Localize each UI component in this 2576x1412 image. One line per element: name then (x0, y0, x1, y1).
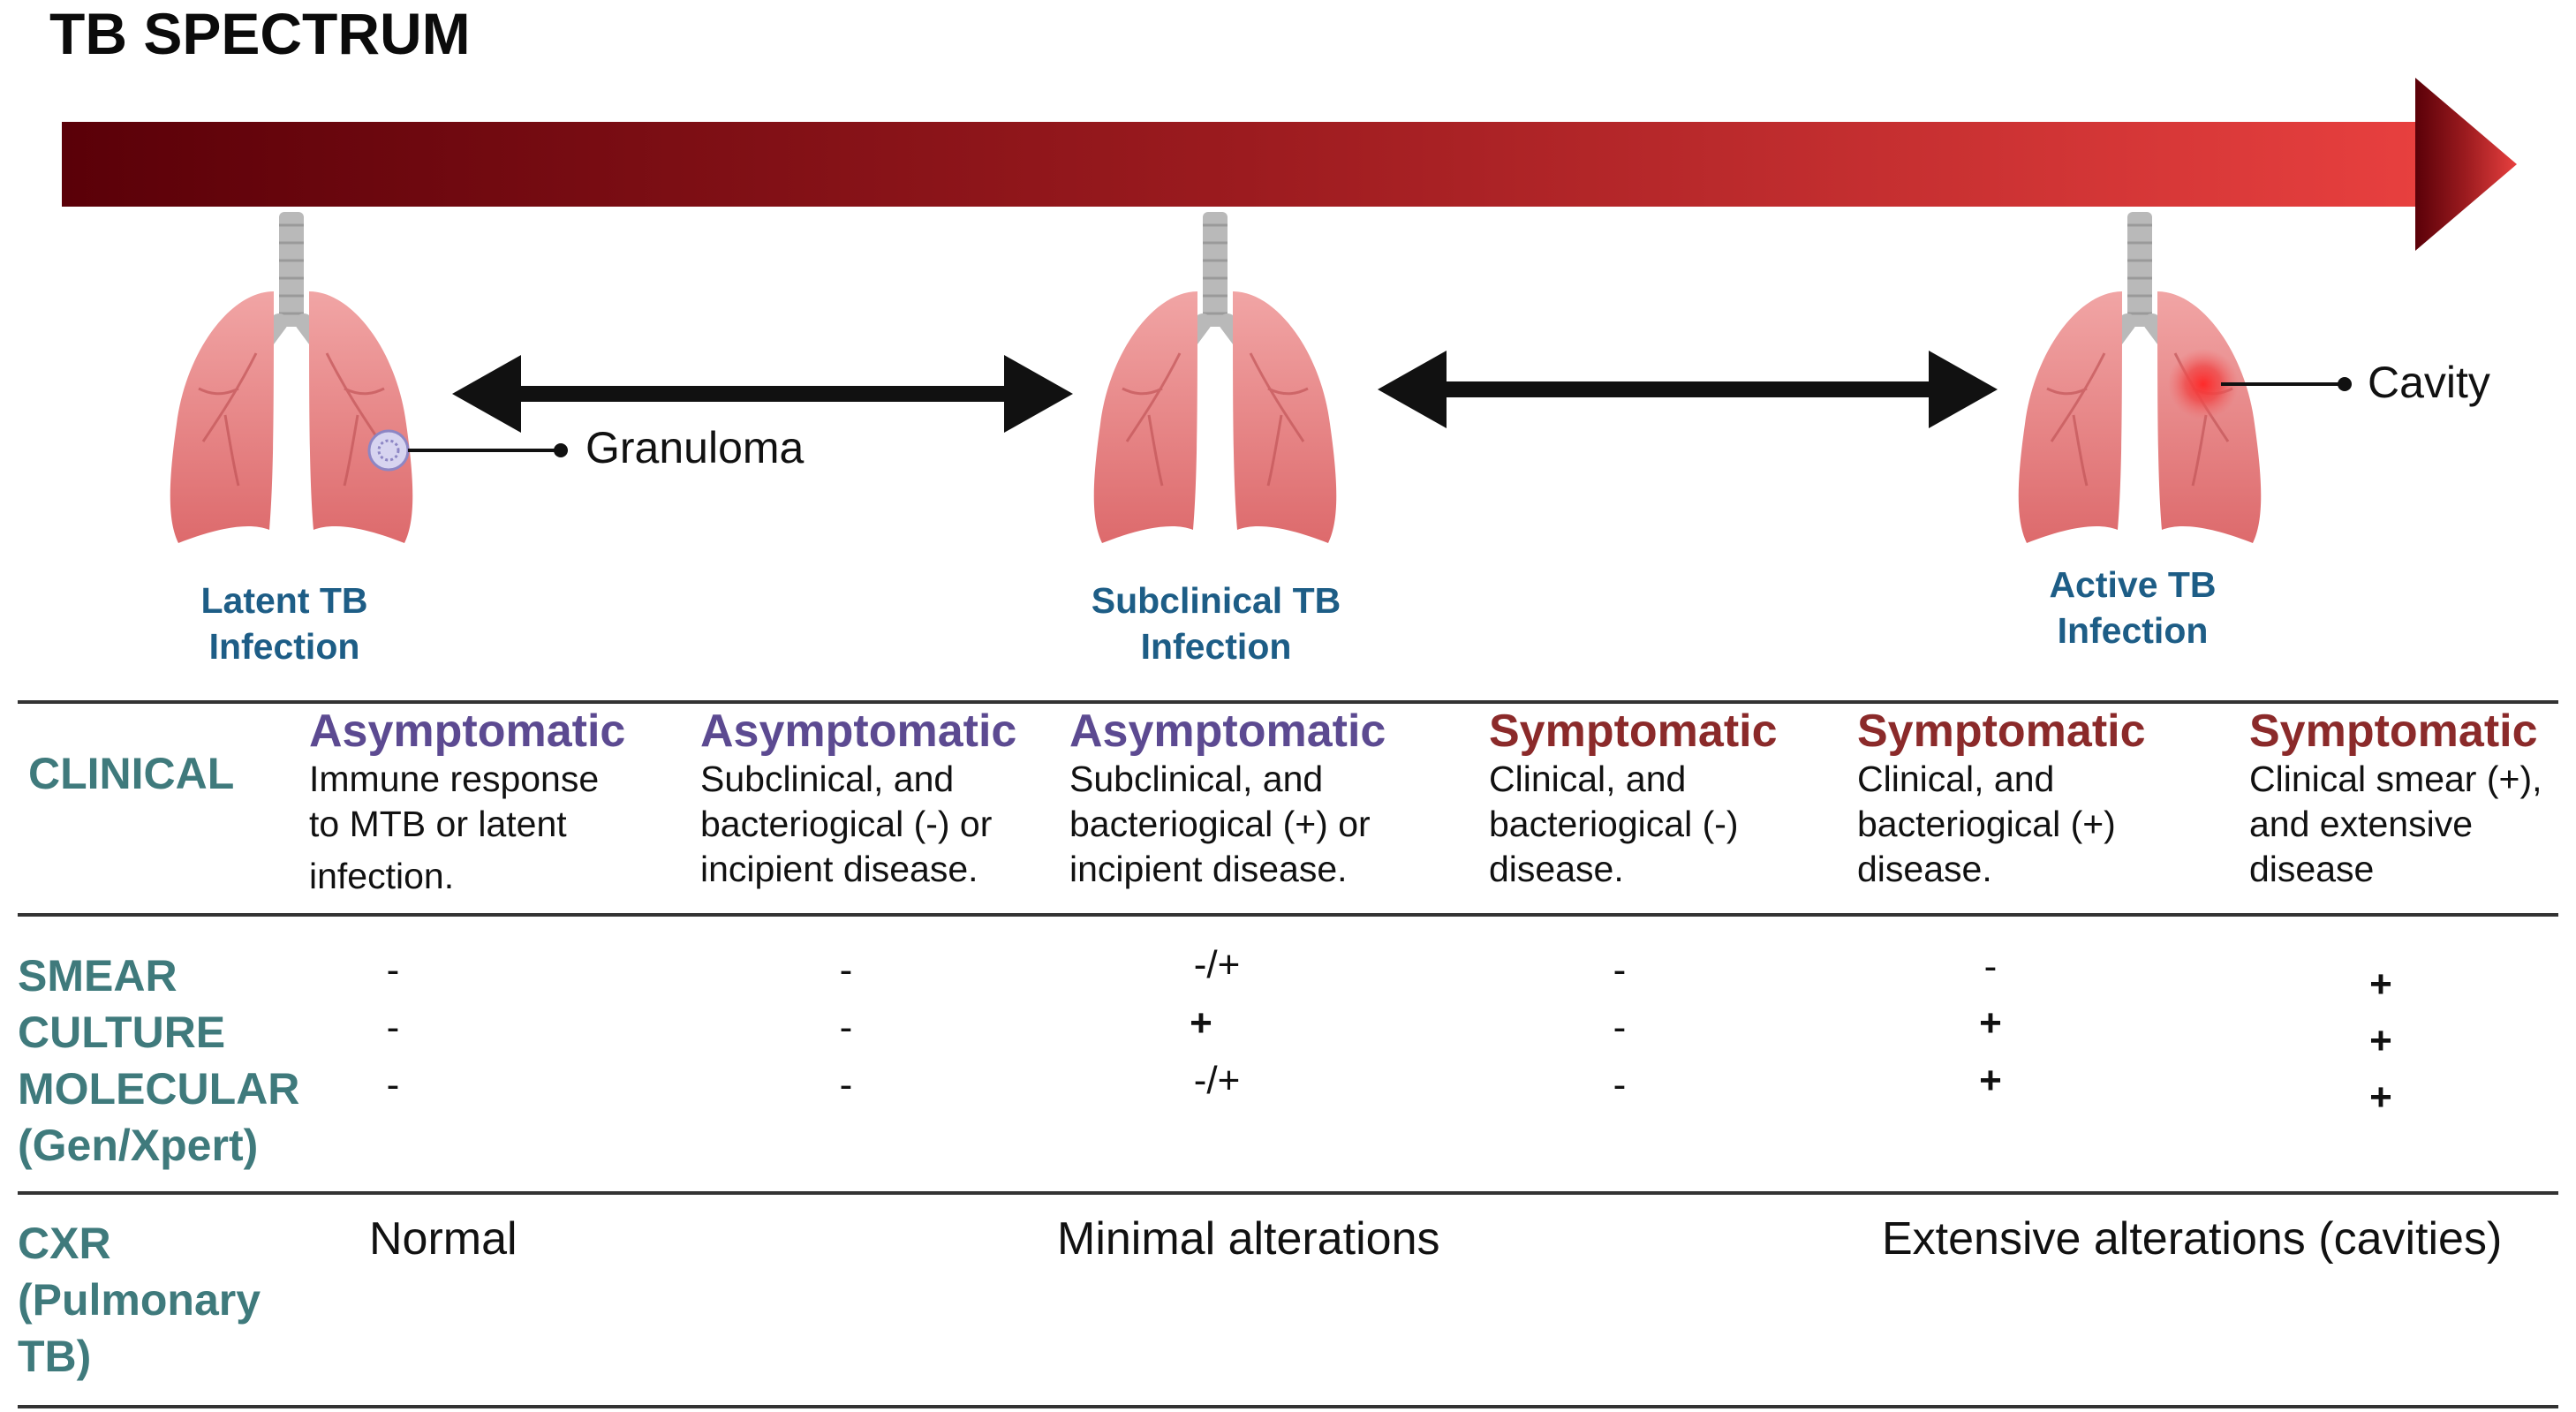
smear-result: - (839, 948, 853, 992)
lungs-icon-latent (170, 212, 413, 543)
desc-line: incipient disease. (1069, 849, 1348, 889)
stage-label-subclinical: Subclinical TB Infection (1039, 578, 1393, 669)
desc-line: bacteriogical (+) (1857, 804, 2116, 844)
smear-result: + (2369, 963, 2392, 1006)
spectrum-graphic (62, 78, 2517, 724)
desc-line: bacteriogical (+) or (1069, 804, 1371, 844)
molecular-result: -/+ (1193, 1059, 1241, 1102)
clinical-cell-1: Asymptomatic Immune response to MTB or l… (309, 706, 698, 899)
culture-result: - (1613, 1006, 1627, 1049)
spectrum-arrow (62, 78, 2517, 251)
lungs-icon-subclinical (1094, 212, 1337, 543)
cavity-label: Cavity (2368, 358, 2490, 407)
smear-result: - (1613, 948, 1627, 992)
status-label: Symptomatic (1857, 706, 2146, 757)
stage-label-line: Infection (1140, 626, 1292, 667)
desc-line: disease. (1489, 849, 1624, 889)
row-header-culture: CULTURE (18, 1008, 226, 1057)
desc-line: to MTB or latent (309, 804, 567, 844)
molecular-result: + (1979, 1059, 2002, 1102)
desc-line: Clinical, and (1857, 759, 2055, 799)
status-description: Clinical, and bacteriogical (-) disease. (1489, 757, 1877, 892)
status-label: Symptomatic (1489, 706, 1778, 757)
desc-line: Clinical smear (+), (2249, 759, 2542, 799)
desc-line: and extensive (2249, 804, 2474, 844)
stage-label-line: Infection (208, 626, 360, 667)
desc-line: Subclinical, and (700, 759, 955, 799)
stage-label-line: Infection (2057, 610, 2209, 651)
desc-line: Clinical, and (1489, 759, 1687, 799)
clinical-cell-2: Asymptomatic Subclinical, and bacteriogi… (700, 706, 1089, 892)
cxr-extensive: Extensive alterations (cavities) (1882, 1213, 2503, 1265)
table-rule-clinical (18, 913, 2558, 917)
culture-result: - (839, 1006, 853, 1049)
double-arrow-subclinical-active (1378, 351, 1998, 428)
clinical-cell-3: Asymptomatic Subclinical, and bacteriogi… (1069, 706, 1458, 892)
status-label: Symptomatic (2249, 706, 2538, 757)
status-description: Clinical smear (+), and extensive diseas… (2249, 757, 2567, 892)
row-header-cxr-sub2: TB) (18, 1332, 92, 1381)
row-header-smear: SMEAR (18, 951, 178, 1000)
clinical-cell-6: Symptomatic Clinical smear (+), and exte… (2249, 706, 2567, 892)
desc-line: disease. (1857, 849, 1992, 889)
table-rule-top (18, 700, 2558, 704)
status-label: Asymptomatic (700, 706, 1017, 757)
culture-result: + (2369, 1019, 2392, 1062)
row-header-clinical: CLINICAL (28, 749, 235, 798)
table-rule-tests (18, 1191, 2558, 1195)
molecular-result: - (1613, 1063, 1627, 1106)
row-header-cxr-sub: (Pulmonary (18, 1275, 261, 1325)
smear-result: - (1983, 945, 1998, 988)
molecular-result: + (2369, 1076, 2392, 1119)
status-description: Subclinical, and bacteriogical (+) or in… (1069, 757, 1458, 892)
desc-line: infection. (309, 856, 455, 896)
page-title: TB SPECTRUM (49, 1, 471, 66)
desc-line: bacteriogical (-) (1489, 804, 1739, 844)
double-arrow-latent-subclinical (452, 355, 1073, 433)
stage-label-line: Subclinical TB (1091, 580, 1341, 621)
smear-result: -/+ (1193, 943, 1241, 986)
clinical-cell-5: Symptomatic Clinical, and bacteriogical … (1857, 706, 2246, 892)
culture-result: + (1979, 1001, 2002, 1045)
stage-label-line: Latent TB (200, 580, 368, 621)
status-description: Immune response to MTB or latent infecti… (309, 757, 698, 899)
status-description: Subclinical, and bacteriogical (-) or in… (700, 757, 1089, 892)
desc-line: disease (2249, 849, 2375, 889)
cxr-minimal: Minimal alterations (1057, 1213, 1440, 1265)
culture-result: - (386, 1006, 400, 1049)
smear-result: - (386, 948, 400, 992)
molecular-result: - (386, 1063, 400, 1106)
cxr-normal: Normal (369, 1213, 517, 1265)
status-label: Asymptomatic (1069, 706, 1386, 757)
status-label: Asymptomatic (309, 706, 626, 757)
molecular-result: - (839, 1063, 853, 1106)
culture-result: + (1190, 1001, 1212, 1045)
cavity-icon (2168, 349, 2352, 419)
clinical-cell-4: Symptomatic Clinical, and bacteriogical … (1489, 706, 1877, 892)
stage-label-latent: Latent TB Infection (108, 578, 461, 669)
desc-line: bacteriogical (-) or (700, 804, 993, 844)
status-description: Clinical, and bacteriogical (+) disease. (1857, 757, 2246, 892)
row-header-cxr: CXR (18, 1219, 111, 1268)
row-header-molecular: MOLECULAR (18, 1064, 300, 1114)
granuloma-label: Granuloma (585, 423, 805, 472)
desc-line: Subclinical, and (1069, 759, 1324, 799)
stage-label-active: Active TB Infection (1956, 562, 2309, 653)
desc-line: Immune response (309, 759, 600, 799)
row-header-molecular-sub: (Gen/Xpert) (18, 1121, 259, 1170)
granuloma-icon (367, 429, 568, 472)
table-rule-bottom (18, 1405, 2558, 1408)
stage-label-line: Active TB (2049, 564, 2217, 605)
desc-line: incipient disease. (700, 849, 978, 889)
